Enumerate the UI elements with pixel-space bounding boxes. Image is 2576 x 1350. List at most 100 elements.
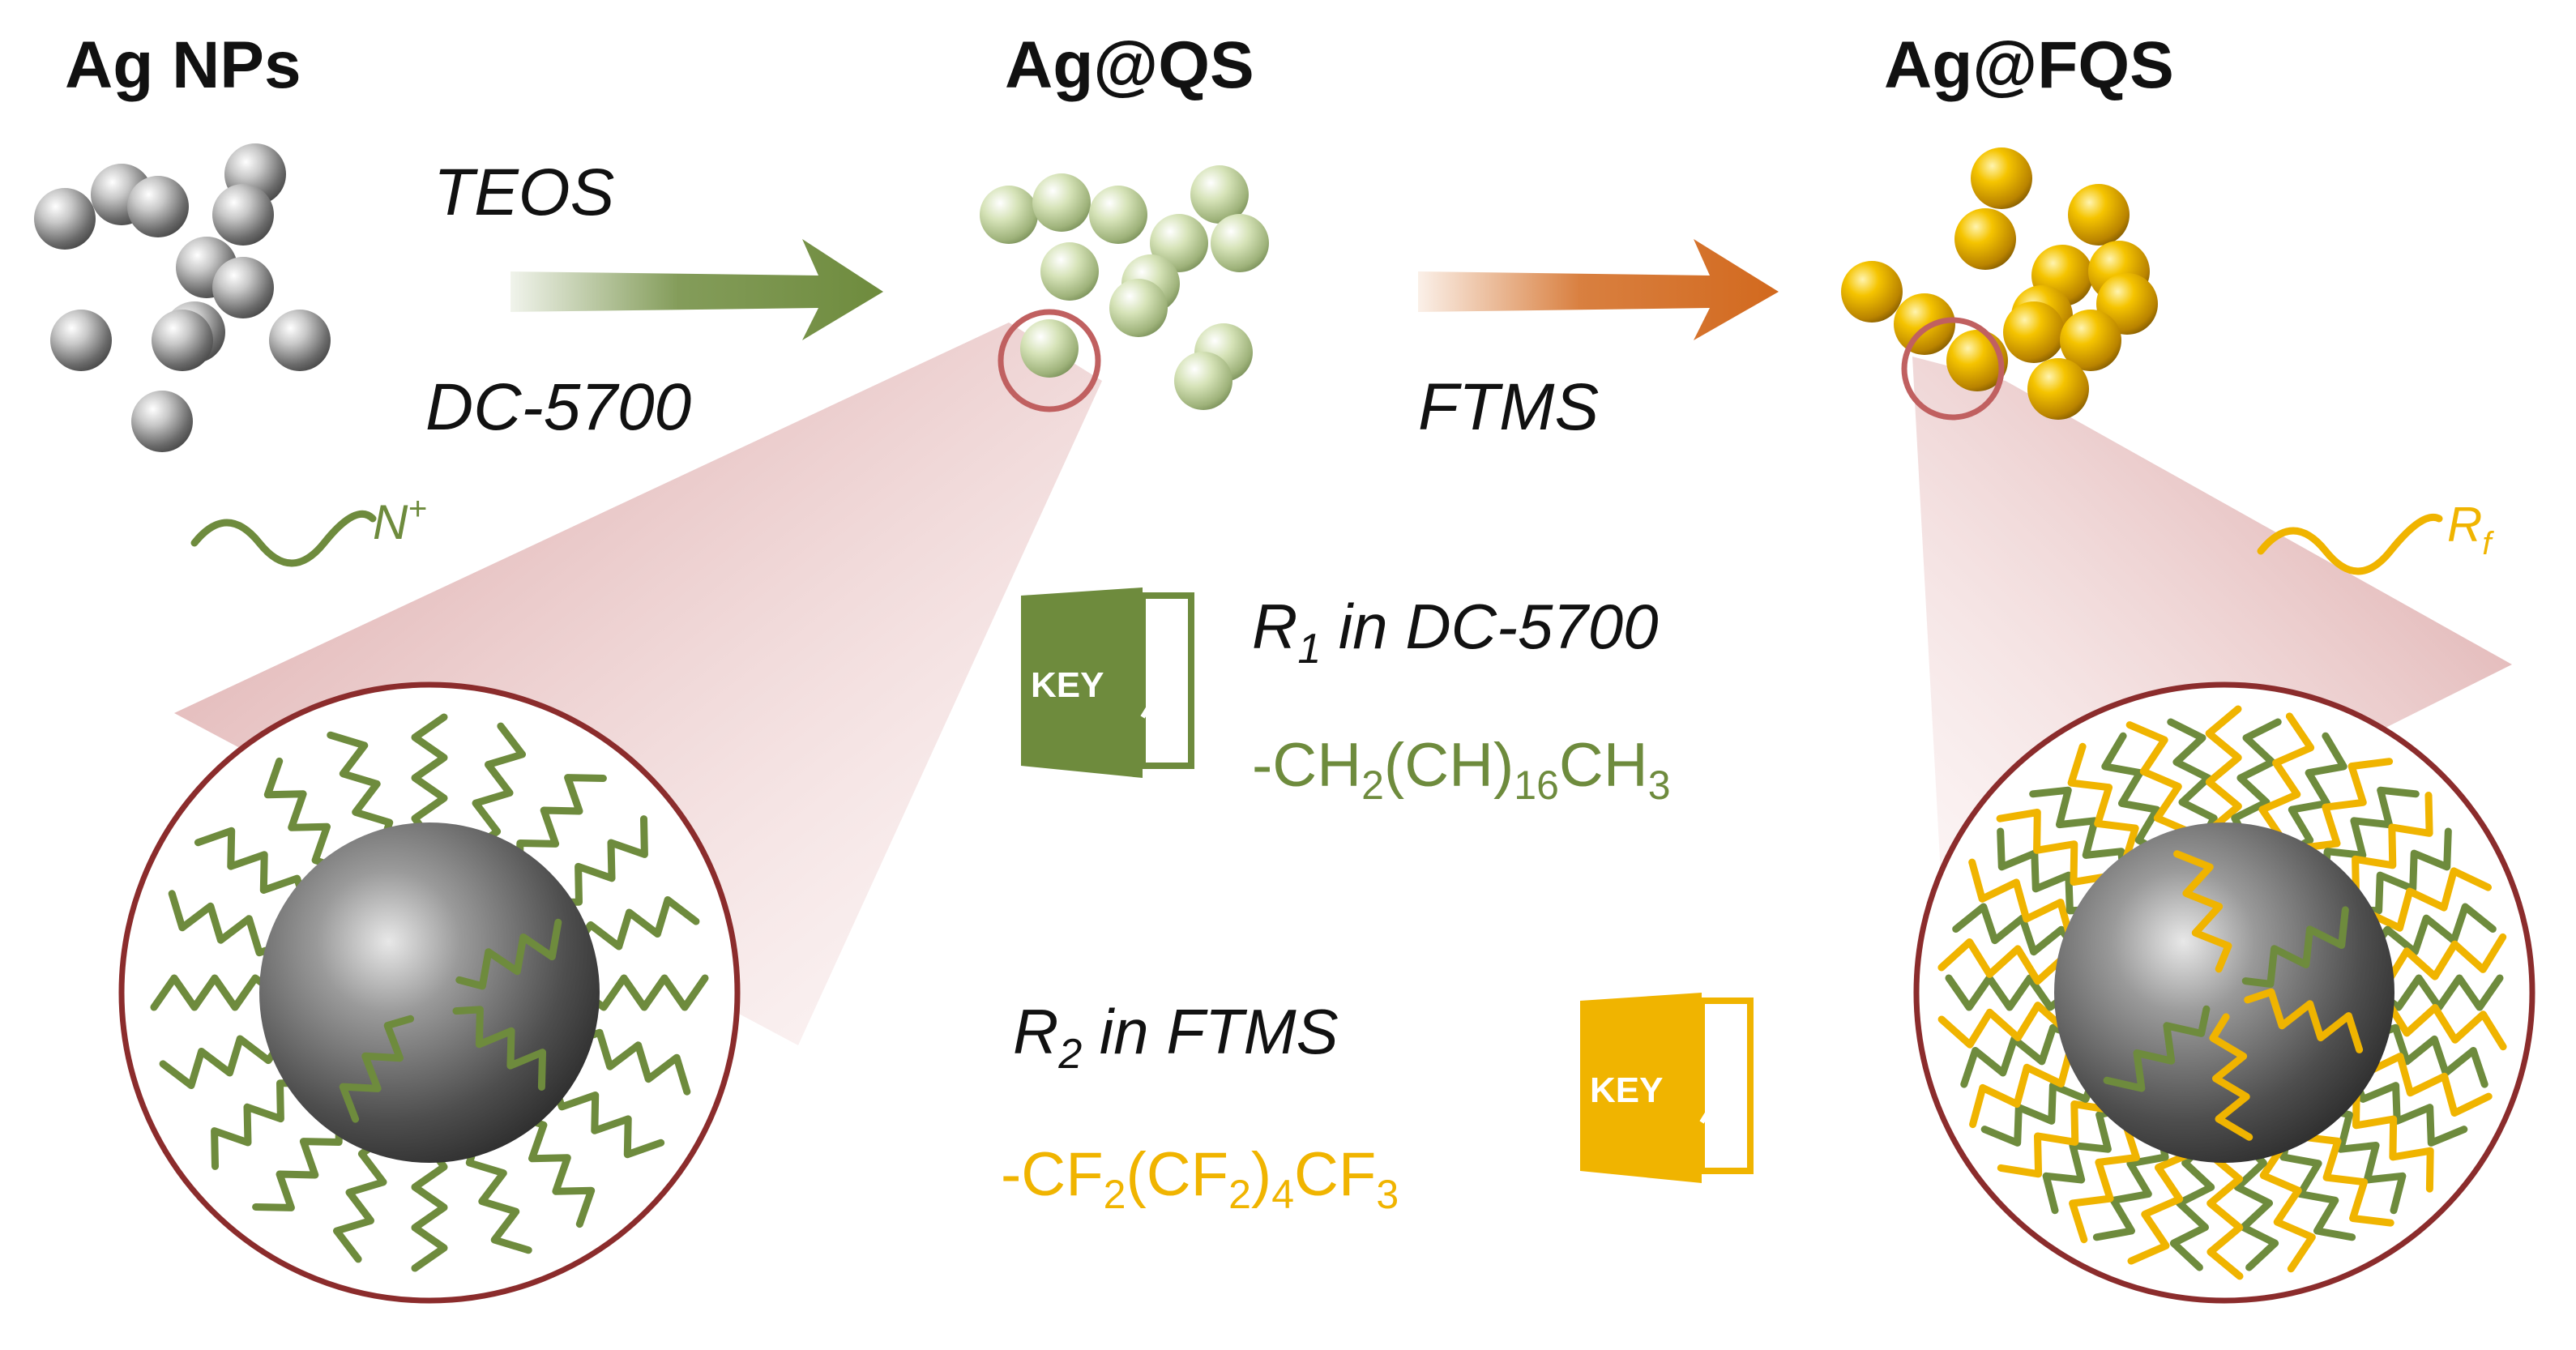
alkyl-chain	[2368, 1023, 2488, 1088]
arrow-step1	[511, 239, 883, 340]
alkyl-chain	[1997, 827, 2099, 915]
alkyl-chain	[2092, 1129, 2169, 1241]
alkyl-chain	[2231, 718, 2282, 844]
fluoro-label: R	[2447, 498, 2482, 552]
fluorinated-nanoparticle	[1894, 293, 1955, 355]
alkyl-chain	[472, 722, 526, 850]
alkyl-chain	[2321, 786, 2420, 880]
key-icon-green: KEY	[1021, 587, 1194, 778]
alkyl-chain	[465, 1135, 532, 1254]
ammonium-chain-legend: N+	[190, 491, 427, 567]
silver-nanoparticle	[269, 310, 331, 371]
alkyl-chain	[572, 896, 700, 951]
surface-chains-right-front	[2103, 850, 2364, 1141]
alkyl-chain	[516, 774, 607, 872]
alkyl-chain	[452, 1006, 546, 1091]
alkyl-chain	[2042, 1105, 2128, 1215]
formula-r2: -CF2(CF2)4CF3	[1001, 1140, 1399, 1217]
alkyl-chain	[1945, 974, 2074, 1011]
alkyl-chain	[150, 974, 280, 1011]
alkyl-chain	[550, 815, 648, 906]
silver-nanoparticle	[34, 188, 96, 250]
silica-coated-nanoparticle	[1109, 279, 1168, 337]
alkyl-chain	[168, 890, 287, 957]
alkyl-chain	[2350, 1072, 2468, 1147]
alkyl-chain	[339, 1015, 414, 1123]
key-label-gold: KEY	[1590, 1070, 1663, 1110]
fluorinated-nanoparticle	[2003, 301, 2065, 363]
alkyl-chain	[2368, 903, 2497, 956]
alkyl-chain	[2279, 1129, 2356, 1241]
ag-qs-nanoparticle-cluster	[980, 165, 1269, 410]
alkyl-chain	[572, 1028, 691, 1096]
alkyl-chain	[550, 1079, 665, 1159]
alkyl-chain	[2167, 718, 2218, 844]
alkyl-chain	[2233, 1141, 2279, 1271]
ag-core-left	[259, 822, 600, 1163]
svg-text:Rf: Rf	[2447, 498, 2494, 562]
fluoro-sub: f	[2482, 526, 2494, 562]
alkyl-chain	[263, 757, 343, 872]
alkyl-chain	[1980, 1072, 2099, 1147]
fluorinated-nanoparticle	[1971, 147, 2032, 209]
alkyl-chain	[159, 1035, 287, 1089]
fluorinated-nanoparticle	[1841, 261, 1903, 323]
silica-coated-nanoparticle	[1040, 242, 1099, 301]
alkyl-chain	[194, 827, 309, 906]
title-ag-fqs: Ag@FQS	[1884, 28, 2174, 102]
svg-text:N+: N+	[373, 491, 427, 549]
silica-coated-nanoparticle	[1032, 173, 1091, 232]
surface-chains-left-front	[339, 918, 562, 1123]
silver-nanoparticle	[127, 176, 189, 237]
silver-nanoparticle	[131, 391, 193, 452]
silica-coated-nanoparticle	[1174, 352, 1232, 410]
alkyl-chain	[2241, 906, 2349, 988]
alkyl-chain	[516, 1113, 596, 1228]
legend-r2: R2 in FTMS	[1013, 996, 1339, 1078]
alkyl-chain	[1960, 1023, 2081, 1088]
key-icon-gold: KEY	[1580, 993, 1754, 1183]
alkyl-chain	[2101, 732, 2164, 857]
reagent-ftms: FTMS	[1418, 370, 1599, 444]
silica-coated-nanoparticle	[980, 186, 1038, 244]
alkyl-chain	[2321, 1105, 2407, 1215]
fluorinated-nanoparticle	[2068, 184, 2130, 246]
alkyl-chain	[411, 1143, 448, 1272]
fluorinated-nanoparticle	[2060, 310, 2121, 371]
fluorinated-nanoparticle	[2027, 358, 2089, 420]
alkyl-chain	[211, 1079, 309, 1170]
fluoro-chain-legend: Rf	[2257, 498, 2494, 575]
silica-coated-nanoparticle	[1190, 165, 1249, 224]
fluoroalkyl-chain	[2173, 850, 2232, 973]
fluoroalkyl-chain	[2244, 988, 2364, 1053]
alkyl-chain	[455, 918, 562, 990]
alkyl-chain	[1952, 903, 2081, 956]
zoom-cone-left	[174, 323, 1102, 1045]
fluoroalkyl-chain	[2209, 1013, 2253, 1141]
silver-nanoparticle	[212, 184, 274, 246]
alkyl-chain	[579, 974, 709, 1011]
reagent-dc5700: DC-5700	[425, 370, 691, 444]
title-ag-nps: Ag NPs	[65, 28, 301, 102]
alkyl-chain	[2284, 732, 2347, 857]
silica-coated-nanoparticle	[1020, 319, 1079, 378]
alkyl-chain	[333, 1135, 387, 1263]
silver-nanoparticle	[152, 310, 213, 371]
zoom-source-circle-right	[1901, 317, 2005, 421]
ag-fqs-nanoparticle-cluster	[1841, 147, 2158, 420]
silica-coated-nanoparticle	[1089, 186, 1147, 244]
legend-r1: R1 in DC-5700	[1252, 591, 1658, 673]
silver-nanoparticle	[50, 310, 112, 371]
title-ag-qs: Ag@QS	[1005, 28, 1254, 102]
formula-r1: -CH2(CH)16CH3	[1252, 731, 1671, 808]
ammonium-charge: +	[408, 491, 426, 527]
alkyl-chain	[2103, 1005, 2211, 1092]
surface-chains-left	[150, 713, 709, 1272]
silica-coated-nanoparticle	[1211, 214, 1269, 272]
alkyl-chain	[2374, 974, 2504, 1011]
ammonium-label: N	[373, 495, 408, 549]
zoom-source-circle-left	[998, 309, 1101, 412]
fluorinated-nanoparticle	[1954, 208, 2016, 270]
silver-nanoparticle	[212, 257, 274, 318]
